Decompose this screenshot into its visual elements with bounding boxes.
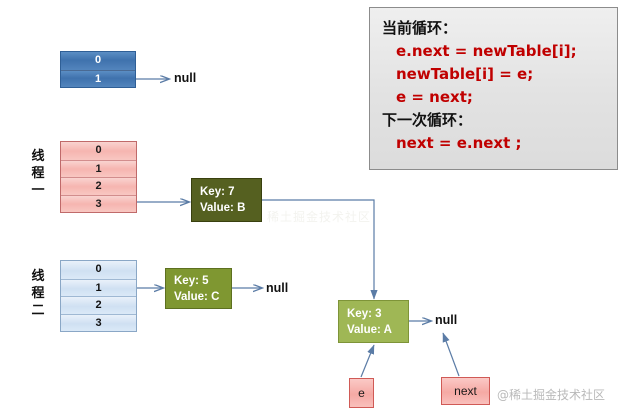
null-label-key3: null [435, 313, 458, 327]
thread-one-label-char: 一 [31, 183, 45, 198]
wire-next-to-null [442, 332, 460, 377]
code-statement: e = next; [396, 88, 473, 106]
thread-one-label: 线 程 一 [29, 148, 47, 199]
code-statement: e.next = newTable[i]; [396, 42, 577, 60]
thread-one-label-char: 线 [31, 149, 45, 164]
hash-table-top: 0 1 [60, 51, 136, 88]
table-row: 2 [61, 177, 136, 195]
null-label-key5: null [266, 281, 289, 295]
thread-two-label-char: 线 [31, 269, 45, 284]
variable-chip-next: next [441, 377, 490, 405]
code-heading-next: 下一次循环： [382, 111, 473, 129]
table-row: 3 [61, 194, 136, 212]
entry-node-value: Value: A [347, 323, 392, 336]
entry-node-key: Key: 5 [174, 274, 209, 287]
table-row: 3 [61, 313, 136, 331]
table-row: 2 [61, 296, 136, 314]
table-row: 0 [61, 52, 135, 70]
code-callout: 当前循环： e.next = newTable[i]; newTable[i] … [369, 7, 618, 170]
table-row: 0 [61, 142, 136, 160]
table-row: 1 [61, 278, 136, 296]
entry-node-value: Value: C [174, 290, 220, 303]
null-label-top: null [174, 71, 197, 85]
table-row: 1 [61, 69, 135, 87]
code-statement: newTable[i] = e; [396, 65, 534, 83]
watermark-faint: 稀土掘金技术社区 [267, 210, 372, 224]
entry-node-key: Key: 3 [347, 307, 382, 320]
thread-two-label-char: 程 [31, 286, 45, 301]
entry-node-value: Value: B [200, 202, 246, 214]
hash-table-thread-one: 0 1 2 3 [60, 141, 137, 213]
entry-node-key: Key: 7 [200, 186, 235, 198]
watermark: @稀土掘金技术社区 [497, 388, 606, 402]
thread-two-label-char: 二 [31, 303, 45, 318]
entry-node-key5: Key: 5 Value: C [165, 268, 232, 309]
entry-node-key7: Key: 7 Value: B [191, 178, 262, 222]
hash-table-thread-two: 0 1 2 3 [60, 260, 137, 332]
thread-two-label: 线 程 二 [29, 268, 47, 319]
table-row: 1 [61, 159, 136, 177]
code-statement: next = e.next ; [396, 134, 522, 152]
table-row: 0 [61, 261, 136, 279]
code-heading-current: 当前循环： [382, 19, 458, 37]
entry-node-key3: Key: 3 Value: A [338, 300, 409, 343]
variable-chip-e: e [349, 378, 374, 408]
wire-e-to-key3 [360, 344, 375, 378]
thread-one-label-char: 程 [31, 166, 45, 181]
